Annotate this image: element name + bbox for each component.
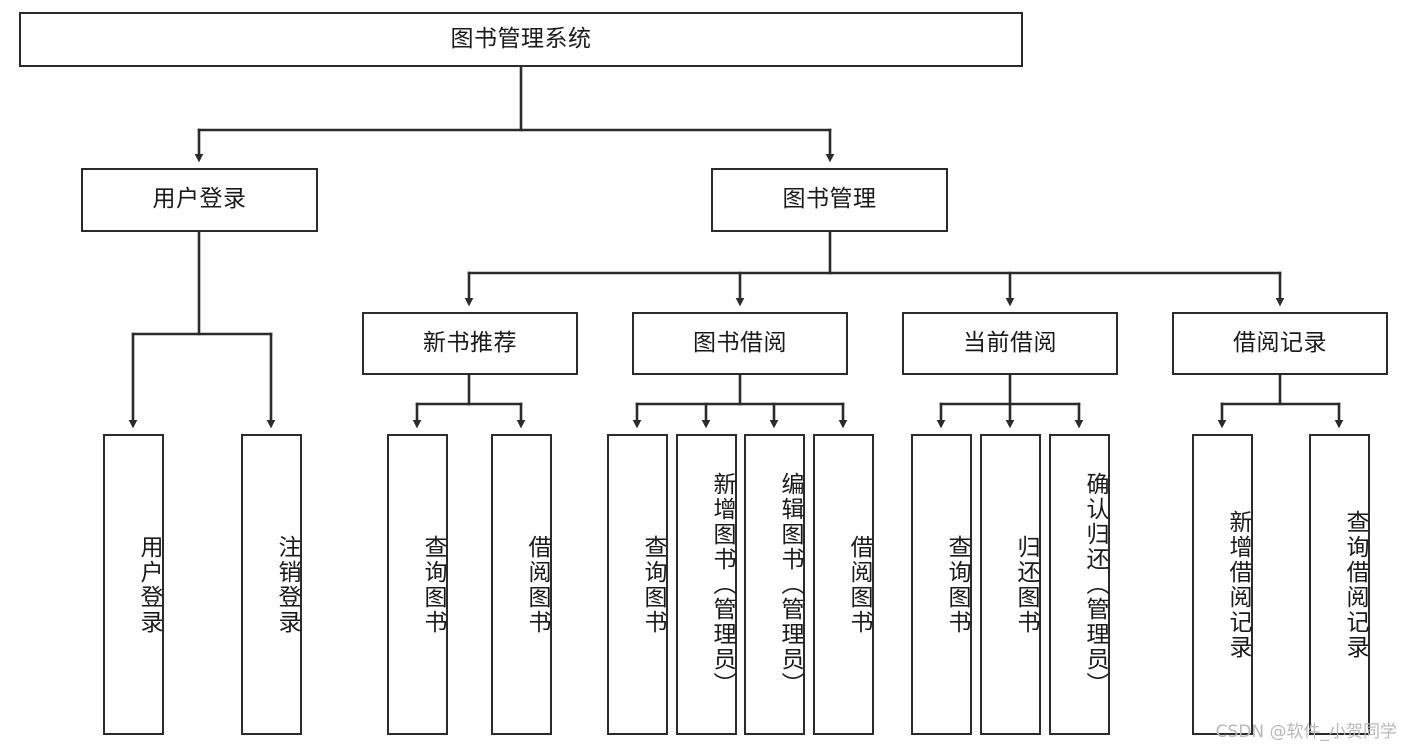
node-label: 编辑图书（管理员）: [777, 472, 803, 697]
node-user-login[interactable]: 用户登录: [81, 168, 318, 232]
leaf-book-borrow-query[interactable]: 查询图书: [607, 434, 668, 735]
leaf-user-login-logout[interactable]: 注销登录: [241, 434, 302, 735]
node-label: 借阅图书: [846, 534, 872, 635]
node-label: 确认归还（管理员）: [1082, 472, 1108, 697]
leaf-user-login-login[interactable]: 用户登录: [103, 434, 164, 735]
leaf-borrow-record-query[interactable]: 查询借阅记录: [1309, 434, 1370, 735]
node-label: 查询借阅记录: [1342, 509, 1368, 660]
node-root-book-management-system[interactable]: 图书管理系统: [19, 12, 1023, 67]
node-new-book-recommend[interactable]: 新书推荐: [362, 312, 578, 375]
leaf-new-book-borrow[interactable]: 借阅图书: [491, 434, 552, 735]
leaf-current-borrow-return[interactable]: 归还图书: [980, 434, 1041, 735]
node-label: 注销登录: [274, 534, 300, 635]
node-label: 用户登录: [136, 534, 162, 635]
node-borrow-record[interactable]: 借阅记录: [1172, 312, 1388, 375]
node-book-borrow[interactable]: 图书借阅: [632, 312, 848, 375]
node-label: 归还图书: [1013, 534, 1039, 635]
node-label: 查询图书: [640, 534, 666, 635]
leaf-current-borrow-confirm-return[interactable]: 确认归还（管理员）: [1049, 434, 1110, 735]
leaf-book-borrow-edit[interactable]: 编辑图书（管理员）: [744, 434, 805, 735]
leaf-borrow-record-add[interactable]: 新增借阅记录: [1192, 434, 1253, 735]
node-book-management[interactable]: 图书管理: [711, 168, 948, 232]
node-label: 用户登录: [152, 186, 247, 213]
node-label: 新增图书（管理员）: [709, 472, 735, 697]
node-label: 新书推荐: [423, 329, 517, 356]
leaf-current-borrow-query[interactable]: 查询图书: [911, 434, 972, 735]
node-label: 图书管理: [782, 186, 877, 213]
csdn-watermark: CSDN @软件_小贺同学: [1215, 722, 1397, 742]
leaf-book-borrow-borrow[interactable]: 借阅图书: [813, 434, 874, 735]
leaf-new-book-query[interactable]: 查询图书: [387, 434, 448, 735]
node-current-borrow[interactable]: 当前借阅: [902, 312, 1118, 375]
leaf-book-borrow-add[interactable]: 新增图书（管理员）: [676, 434, 737, 735]
node-label: 新增借阅记录: [1225, 509, 1251, 660]
node-label: 图书管理系统: [450, 25, 592, 52]
node-label: 查询图书: [420, 534, 446, 635]
node-label: 图书借阅: [693, 329, 787, 356]
node-label: 借阅记录: [1233, 329, 1327, 356]
node-label: 查询图书: [944, 534, 970, 635]
node-label: 当前借阅: [963, 329, 1057, 356]
node-label: 借阅图书: [524, 534, 550, 635]
